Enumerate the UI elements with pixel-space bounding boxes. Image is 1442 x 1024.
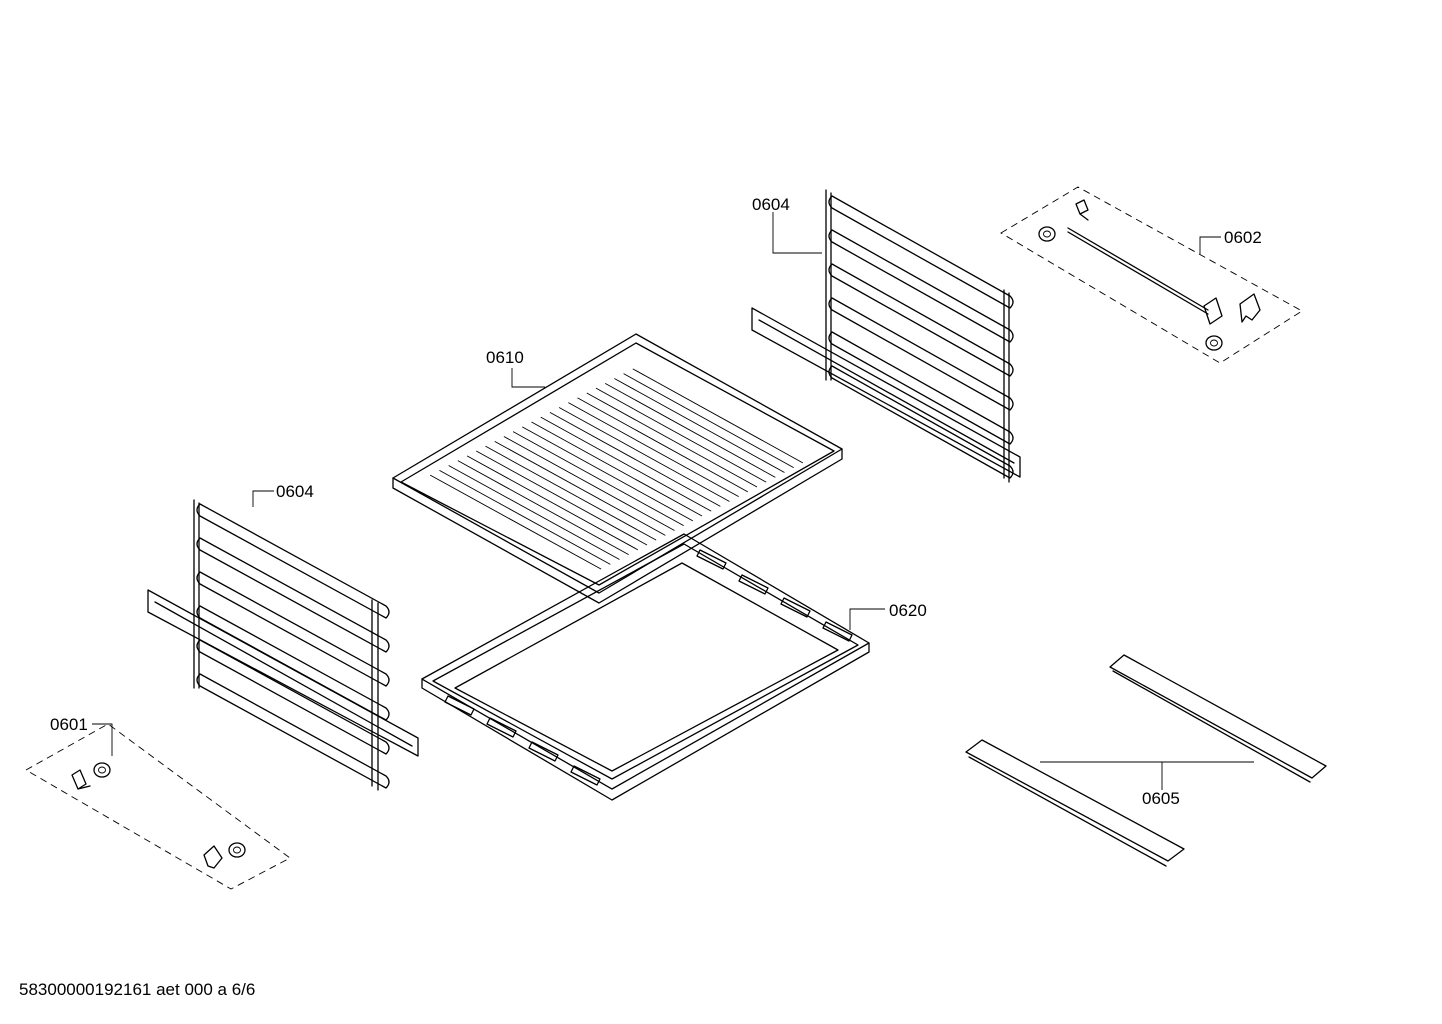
part-0604-left-side-rail [147,499,419,791]
part-0602-fixing-kit [1000,186,1303,364]
label-0604-right: 0604 [752,195,790,214]
label-0602: 0602 [1224,228,1262,247]
label-0604-left: 0604 [276,482,314,501]
callout-0610: 0610 [486,348,545,388]
label-0601: 0601 [50,715,88,734]
callout-0601: 0601 [50,715,113,756]
part-0605-telescopic-rails [965,654,1327,867]
callout-0602: 0602 [1199,228,1262,254]
label-0610: 0610 [486,348,524,367]
label-0620: 0620 [889,601,927,620]
callout-0620: 0620 [849,601,927,630]
part-0620-baking-tray [421,533,870,801]
part-0601-fixing-kit [25,723,291,890]
callout-0604-right: 0604 [752,195,822,254]
part-0610-wire-rack [392,333,843,604]
callout-0605: 0605 [1040,761,1254,808]
drawing-reference-number: 58300000192161 aet 000 a 6/6 [19,980,256,999]
part-0604-right-side-rail [751,189,1021,483]
label-0605: 0605 [1142,789,1180,808]
callout-0604-left: 0604 [252,482,314,507]
